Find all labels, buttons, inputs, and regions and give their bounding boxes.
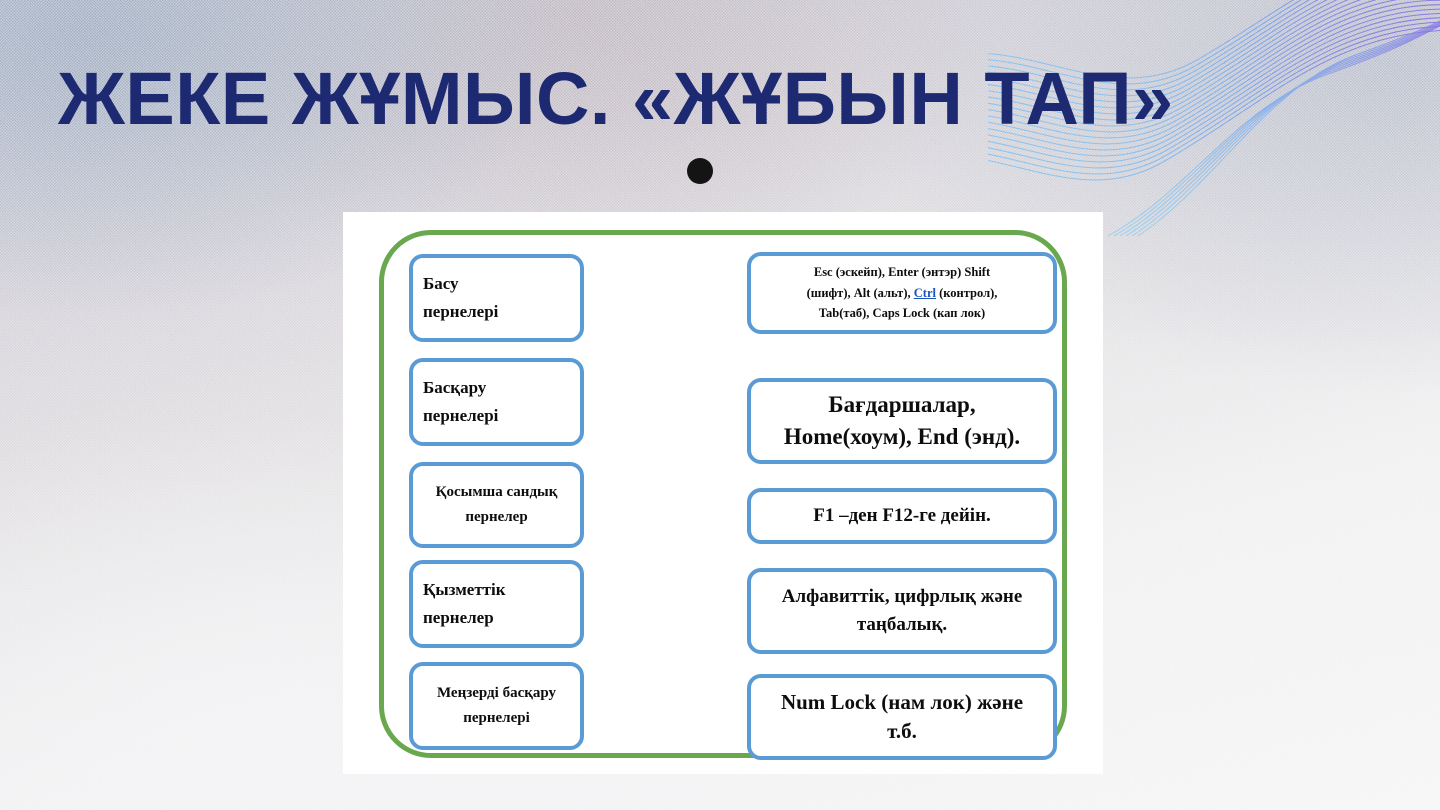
answer-line: Home(хоум), End (энд). <box>783 424 1021 449</box>
content-card: Басу пернелері Басқару пернелері Қосымша… <box>343 212 1103 774</box>
answer-line: Алфавиттік, цифрлық және <box>781 586 1023 608</box>
answer-box-numlock-keys[interactable]: Num Lock (нам лок) және т.б. <box>747 674 1057 760</box>
answer-line: таңбалық. <box>856 614 948 635</box>
answer-box-alphanumeric-keys[interactable]: Алфавиттік, цифрлық және таңбалық. <box>747 568 1057 654</box>
answer-line: Esc (эскейп), Enter (энтэр) Shift <box>813 265 991 280</box>
answer-line: т.б. <box>887 719 917 743</box>
term-box-function-keys[interactable]: Қызметтік пернелер <box>409 560 584 648</box>
answer-text: (контрол), <box>935 285 998 300</box>
term-line: пернелер <box>423 608 494 627</box>
term-box-cursor-keys[interactable]: Меңзерді басқару пернелері <box>409 662 584 750</box>
term-box-numeric-keys[interactable]: Қосымша сандық пернелер <box>409 462 584 548</box>
term-line: пернелері <box>463 710 530 726</box>
answer-line: Бағдаршалар, <box>828 391 976 417</box>
answer-box-special-keys[interactable]: Esc (эскейп), Enter (энтэр) Shift (шифт)… <box>747 252 1057 334</box>
term-line: Меңзерді басқару <box>436 685 557 702</box>
answer-box-function-keys[interactable]: F1 –ден F12-ге дейін. <box>747 488 1057 544</box>
matching-columns: Басу пернелері Басқару пернелері Қосымша… <box>343 212 1103 774</box>
term-line: пернелері <box>423 406 499 425</box>
term-line: Басқару <box>423 377 487 397</box>
term-line: пернелері <box>423 302 499 321</box>
answer-text: (шифт), Alt (альт), <box>806 285 914 300</box>
answer-line: F1 –ден F12-ге дейін. <box>813 504 991 526</box>
term-line: Басу <box>423 273 459 293</box>
term-line: пернелер <box>465 509 528 525</box>
answer-box-navigation-keys[interactable]: Бағдаршалар, Home(хоум), End (энд). <box>747 378 1057 464</box>
answer-line: Num Lock (нам лок) және <box>780 689 1024 714</box>
bullet-marker-icon <box>687 158 713 184</box>
ctrl-link[interactable]: Ctrl <box>913 285 936 300</box>
term-box-control-keys[interactable]: Басқару пернелері <box>409 358 584 446</box>
term-line: Қосымша сандық <box>435 484 558 501</box>
term-box-press-keys[interactable]: Басу пернелері <box>409 254 584 342</box>
slide-title: ЖЕКЕ ЖҰМЫС. «ЖҰБЫН ТАП» <box>58 57 1174 140</box>
matching-activity-frame <box>379 230 1067 758</box>
answer-line: Tab(таб), Caps Lock (кап лок) <box>818 306 986 321</box>
answer-line-with-link: (шифт), Alt (альт), Ctrl (контрол), <box>763 283 1041 304</box>
term-line: Қызметтік <box>423 579 506 599</box>
